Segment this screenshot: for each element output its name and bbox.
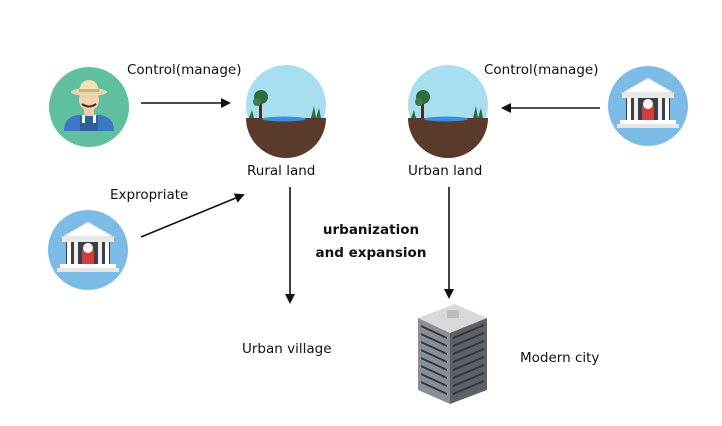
- government-building-icon: [48, 210, 128, 290]
- process-label-line2: and expansion: [315, 245, 427, 261]
- control-label-right: Control(manage): [484, 62, 599, 78]
- control-label-left: Control(manage): [127, 62, 242, 78]
- urban-land-label: Urban land: [408, 163, 483, 179]
- expropriate-label: Expropriate: [110, 187, 189, 203]
- land-icon: [246, 65, 326, 158]
- arrow-expropriate: [140, 193, 245, 238]
- farmer-icon: [49, 67, 129, 147]
- government-building-icon: [608, 66, 688, 146]
- modern-city-label: Modern city: [520, 350, 600, 366]
- process-label: urbanization and expansion: [308, 219, 434, 265]
- process-label-line1: urbanization: [322, 222, 420, 238]
- urban-village-label: Urban village: [242, 341, 332, 357]
- land-icon: [408, 65, 488, 158]
- skyscraper-icon: [418, 304, 487, 404]
- rural-land-label: Rural land: [247, 163, 316, 179]
